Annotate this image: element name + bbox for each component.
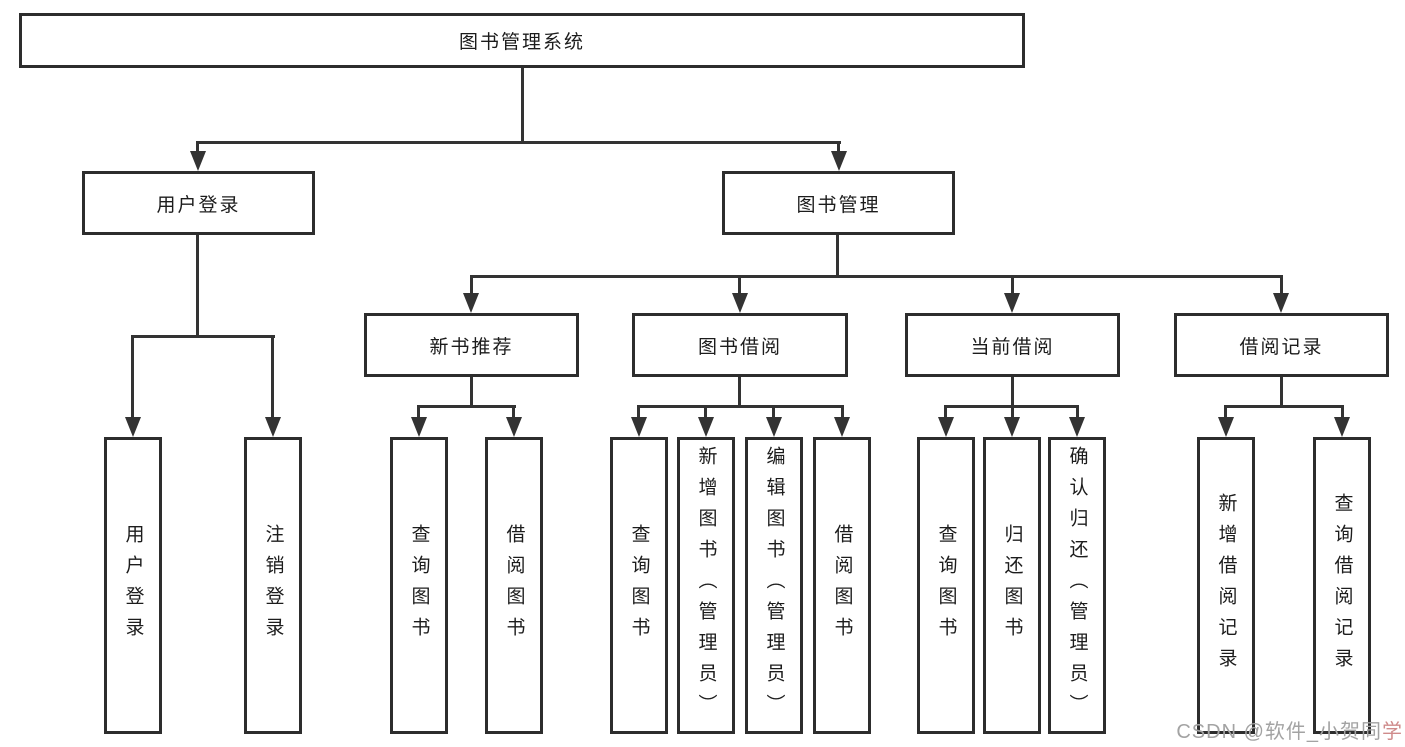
leaf-label: 查询借阅记录 (1331, 492, 1353, 679)
leaf-add-borrow-record: 新增借阅记录 (1197, 437, 1255, 734)
leaf-borrow-books: 借阅图书 (813, 437, 871, 734)
leaf-confirm-return-admin: 确认归还（管理员） (1048, 437, 1106, 734)
arrow-down-icon (732, 293, 748, 313)
leaf-label: 确认归还（管理员） (1066, 446, 1088, 725)
connector-stem-book-management (837, 141, 840, 153)
node-label: 当前借阅 (970, 336, 1055, 358)
arrow-down-icon (1334, 417, 1350, 437)
leaf-borrow-books-recommend: 借阅图书 (485, 437, 543, 734)
leaf-user-login: 用户登录 (104, 437, 162, 734)
connector-stem-leaf-login (131, 335, 134, 419)
node-label: 用户登录 (156, 194, 241, 216)
arrow-down-icon (1273, 293, 1289, 313)
connector-book-borrow-stem (738, 377, 741, 405)
leaf-label: 编辑图书（管理员） (763, 446, 785, 725)
leaf-label: 查询图书 (935, 523, 957, 648)
leaf-logout: 注销登录 (244, 437, 302, 734)
arrow-down-icon (1004, 417, 1020, 437)
connector-current-borrow-stem (1011, 377, 1014, 405)
watermark-text: CSDN @软件_小贺同 (1176, 721, 1382, 743)
connector-stem-current-borrow (1011, 275, 1014, 295)
connector-user-login-split-bar (131, 335, 275, 338)
leaf-label: 查询图书 (408, 523, 430, 648)
leaf-query-books-current: 查询图书 (917, 437, 975, 734)
node-label: 借阅记录 (1239, 336, 1324, 358)
connector-stem-leaf-logout (271, 335, 274, 419)
connector-stem-leaf (512, 405, 515, 419)
connector-stem-leaf (944, 405, 947, 419)
connector-stem-borrow-records (1280, 275, 1283, 295)
connector-stem-new-book (470, 275, 473, 295)
watermark-accent-text: 学 (1382, 721, 1403, 743)
csdn-watermark: CSDN @软件_小贺同学 (1176, 715, 1403, 744)
leaf-query-books-borrow: 查询图书 (610, 437, 668, 734)
leaf-edit-books-admin: 编辑图书（管理员） (745, 437, 803, 734)
leaf-label: 用户登录 (122, 523, 144, 648)
node-new-book-recommendation: 新书推荐 (364, 313, 579, 377)
arrow-down-icon (766, 417, 782, 437)
node-book-borrowing: 图书借阅 (632, 313, 848, 377)
connector-stem-leaf (841, 405, 844, 419)
connector-stem-leaf (772, 405, 775, 419)
arrow-down-icon (1069, 417, 1085, 437)
leaf-add-books-admin: 新增图书（管理员） (677, 437, 735, 734)
connector-stem-leaf (1341, 405, 1344, 419)
leaf-label: 借阅图书 (503, 523, 525, 648)
connector-stem-leaf (637, 405, 640, 419)
arrow-down-icon (190, 151, 206, 171)
arrow-down-icon (831, 151, 847, 171)
leaf-return-books: 归还图书 (983, 437, 1041, 734)
node-user-login: 用户登录 (82, 171, 315, 235)
arrow-down-icon (631, 417, 647, 437)
node-label: 新书推荐 (429, 336, 514, 358)
leaf-label: 查询图书 (628, 523, 650, 648)
connector-book-borrow-split-bar (637, 405, 844, 408)
node-book-management: 图书管理 (722, 171, 955, 235)
leaf-query-books-recommend: 查询图书 (390, 437, 448, 734)
node-label: 图书管理系统 (458, 32, 585, 53)
arrow-down-icon (125, 417, 141, 437)
connector-book-management-split-bar (470, 275, 1283, 278)
node-label: 图书管理 (796, 194, 881, 216)
leaf-query-borrow-record: 查询借阅记录 (1313, 437, 1371, 734)
connector-user-login-stem (196, 235, 199, 335)
connector-stem-leaf (1224, 405, 1227, 419)
arrow-down-icon (834, 417, 850, 437)
connector-new-book-split-bar (417, 405, 516, 408)
node-borrowing-records: 借阅记录 (1174, 313, 1389, 377)
leaf-label: 归还图书 (1001, 523, 1023, 648)
node-current-borrowing: 当前借阅 (905, 313, 1120, 377)
arrow-down-icon (938, 417, 954, 437)
leaf-label: 新增图书（管理员） (695, 446, 717, 725)
connector-new-book-stem (470, 377, 473, 405)
arrow-down-icon (1004, 293, 1020, 313)
leaf-label: 借阅图书 (831, 523, 853, 648)
connector-stem-leaf (1076, 405, 1079, 419)
node-label: 图书借阅 (697, 336, 782, 358)
arrow-down-icon (1218, 417, 1234, 437)
connector-stem-book-borrow (738, 275, 741, 295)
arrow-down-icon (411, 417, 427, 437)
connector-root-stem (521, 68, 524, 141)
connector-book-management-stem (836, 235, 839, 275)
arrow-down-icon (698, 417, 714, 437)
arrow-down-icon (265, 417, 281, 437)
connector-stem-leaf (1011, 405, 1014, 419)
connector-stem-user-login (196, 141, 199, 153)
connector-root-split-bar (196, 141, 841, 144)
connector-stem-leaf (417, 405, 420, 419)
node-root-library-management-system: 图书管理系统 (19, 13, 1025, 68)
connector-stem-leaf (704, 405, 707, 419)
connector-borrow-records-split-bar (1224, 405, 1344, 408)
arrow-down-icon (506, 417, 522, 437)
leaf-label: 注销登录 (262, 523, 284, 648)
leaf-label: 新增借阅记录 (1215, 492, 1237, 679)
connector-borrow-records-stem (1280, 377, 1283, 405)
arrow-down-icon (463, 293, 479, 313)
